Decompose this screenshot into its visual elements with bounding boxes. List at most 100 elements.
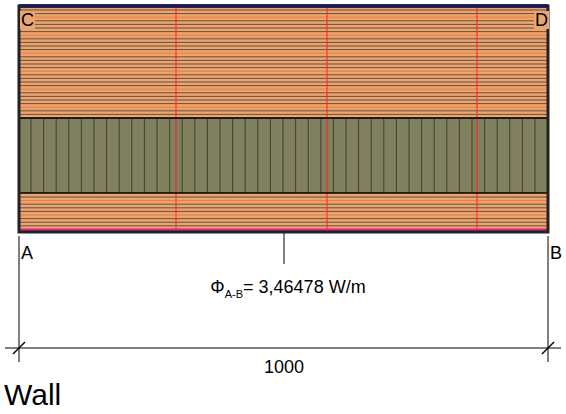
dimension-tick <box>13 342 25 354</box>
mesh-line <box>257 118 258 193</box>
mesh-line <box>19 35 548 36</box>
mesh-line <box>19 118 548 119</box>
mesh-line <box>19 207 548 208</box>
mesh-line <box>19 60 548 61</box>
mesh-line <box>19 107 548 108</box>
mesh-line <box>19 89 548 90</box>
mesh-line <box>19 71 548 72</box>
mesh-line <box>421 118 422 193</box>
mesh-line <box>19 197 548 198</box>
mesh-line <box>19 53 548 54</box>
mesh-line <box>19 215 548 216</box>
mesh-line <box>245 118 246 193</box>
mesh-line <box>459 118 460 193</box>
mesh-line <box>446 118 447 193</box>
mesh-line <box>232 118 233 193</box>
mesh-line <box>207 118 208 193</box>
corner-label: A <box>21 244 33 262</box>
mesh-line <box>308 118 309 193</box>
mesh-line <box>409 118 410 193</box>
mesh-line <box>19 204 548 205</box>
mesh-line <box>472 118 473 193</box>
mesh-line <box>106 118 107 193</box>
mesh-line <box>327 6 328 232</box>
mesh-line <box>31 118 32 193</box>
mesh-line <box>509 118 510 193</box>
mesh-line <box>19 49 548 50</box>
mesh-line <box>19 67 548 68</box>
mesh-line <box>19 24 548 25</box>
mesh-line <box>295 118 296 193</box>
mesh-line <box>19 64 548 65</box>
mesh-line <box>333 118 334 193</box>
subscript: A-B <box>225 289 243 300</box>
mesh-line <box>383 118 384 193</box>
mesh-line <box>19 211 548 212</box>
mesh-line <box>157 118 158 193</box>
mesh-line <box>477 6 478 232</box>
heat-flow-text: Φ <box>210 278 224 296</box>
dimension-value: 1000 <box>264 358 304 376</box>
mesh-line <box>131 118 132 193</box>
mesh-line <box>19 103 548 104</box>
mesh-line <box>396 118 397 193</box>
mesh-line <box>94 118 95 193</box>
mesh-line <box>19 78 548 79</box>
dimension-tick <box>542 342 554 354</box>
mesh-lines <box>19 6 548 232</box>
mesh-line <box>19 110 548 111</box>
mesh-line <box>169 118 170 193</box>
heat-flow-text: = 3,46478 W/m <box>243 278 366 296</box>
mesh-line <box>19 85 548 86</box>
mesh-line <box>81 118 82 193</box>
mesh-line <box>19 20 548 21</box>
mesh-line <box>522 118 523 193</box>
mesh-line <box>283 118 284 193</box>
mesh-line <box>19 13 548 14</box>
mesh-line <box>194 118 195 193</box>
title-text: Wall <box>4 380 61 410</box>
mesh-line <box>270 118 271 193</box>
mesh-line <box>119 118 120 193</box>
corner-label: C <box>20 11 35 29</box>
mesh-line <box>358 118 359 193</box>
mesh-line <box>484 118 485 193</box>
masonry-layer <box>19 118 548 193</box>
leader-line <box>284 233 285 264</box>
mesh-line <box>43 118 44 193</box>
mesh-line <box>434 118 435 193</box>
mesh-line <box>182 118 183 193</box>
mesh-line <box>220 118 221 193</box>
corner-label: D <box>534 11 549 29</box>
extension-line <box>548 236 549 362</box>
mesh-line <box>19 96 548 97</box>
mesh-line <box>19 10 548 11</box>
wall-outline <box>19 6 548 232</box>
mesh-line <box>144 118 145 193</box>
mesh-line <box>68 118 69 193</box>
mesh-line <box>19 114 548 115</box>
mesh-line <box>371 118 372 193</box>
corner-label: B <box>550 244 562 262</box>
mesh-line <box>19 38 548 39</box>
mesh-line <box>19 92 548 93</box>
insulation-layer <box>19 6 548 232</box>
mesh-line <box>320 118 321 193</box>
mesh-line <box>19 56 548 57</box>
mesh-line <box>346 118 347 193</box>
mesh-line <box>497 118 498 193</box>
mesh-line <box>19 218 548 219</box>
mesh-line <box>19 46 548 47</box>
mesh-line <box>19 31 548 32</box>
heat-flow-result: ΦA-B= 3,46478 W/m <box>208 277 367 297</box>
mesh-line <box>19 222 548 223</box>
mesh-line <box>56 118 57 193</box>
mesh-line <box>19 17 548 18</box>
mesh-line <box>19 74 548 75</box>
mesh-line <box>19 82 548 83</box>
mesh-line <box>176 6 177 232</box>
mesh-line <box>19 200 548 201</box>
mesh-line <box>19 225 548 226</box>
extension-line <box>19 236 20 362</box>
